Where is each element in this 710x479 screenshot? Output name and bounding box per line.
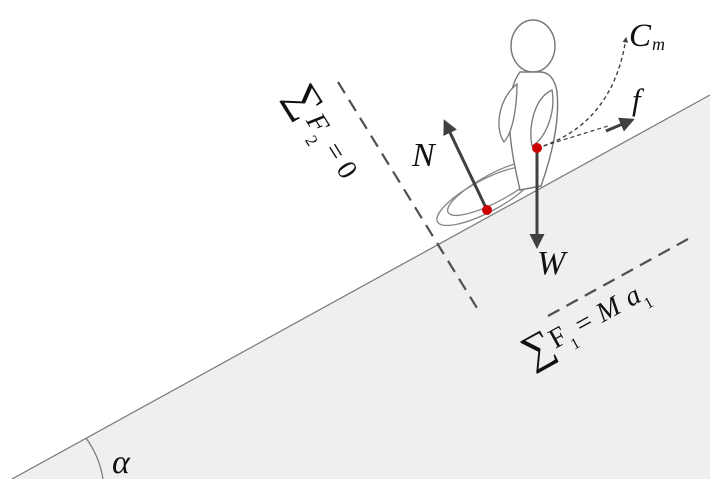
perpendicular-force-subscript: 2 [301, 132, 322, 149]
perpendicular-force-equation: ∑ F 2 = 0 [278, 76, 364, 185]
person-back-arm [498, 82, 518, 144]
friction-arrow [605, 117, 635, 133]
friction-label: f [632, 82, 645, 117]
center-of-mass-point [532, 143, 542, 153]
friction-guide-line [536, 125, 609, 149]
perpendicular-force-rhs: = 0 [318, 137, 364, 185]
center-of-mass-subscript: m [652, 34, 665, 54]
center-of-mass-main: C [629, 18, 652, 54]
parallel-dashed-line [547, 238, 689, 317]
center-of-mass-label: C m [629, 18, 665, 54]
weight-label: W [537, 245, 568, 282]
angle-label: α [112, 444, 131, 479]
normal-force-arrow [443, 119, 489, 211]
angle-arc [85, 437, 104, 479]
normal-force-label: N [411, 137, 437, 174]
person-figure [498, 19, 559, 191]
perpendicular-dashed-line [337, 81, 478, 309]
person-head [510, 19, 556, 73]
person-front-arm [530, 89, 554, 148]
normal-contact-point [482, 205, 492, 215]
slope-edge [11, 94, 710, 479]
